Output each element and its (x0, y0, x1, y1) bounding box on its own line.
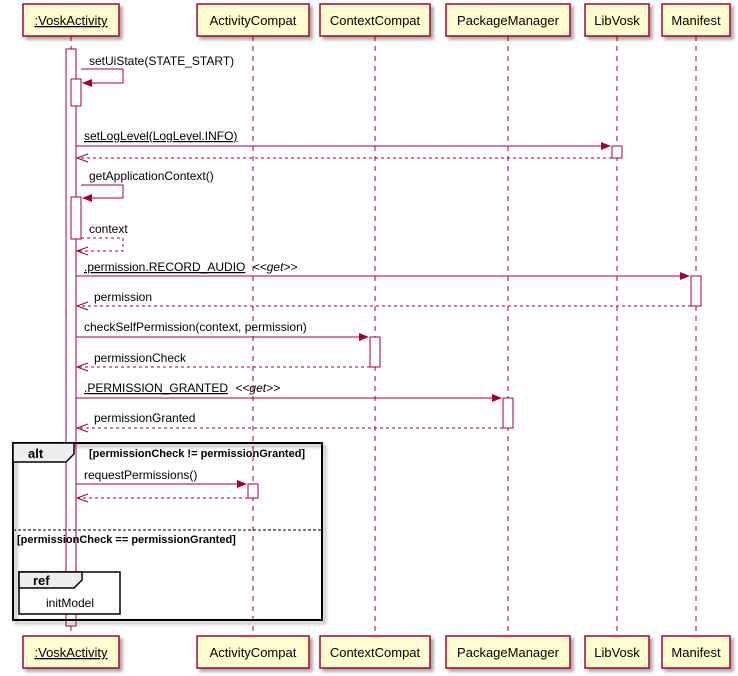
participant-contextcompat[interactable]: ContextCompat (319, 3, 431, 37)
ref-text: initModel (46, 596, 94, 610)
participant-activitycompat-label: ActivityCompat (210, 13, 297, 28)
activation-vosk-context (70, 196, 82, 240)
message-requestpermissions: requestPermissions() (76, 468, 247, 488)
message-checkselfpermission-label: checkSelfPermission(context, permission) (84, 320, 307, 334)
activation-manifest (690, 275, 702, 307)
participant-libvosk[interactable]: LibVosk (584, 3, 650, 37)
alt-keyword: alt (28, 446, 44, 461)
message-permissioncheck-label: permissionCheck (94, 351, 187, 365)
message-permissiongranted-label: permissionGranted (94, 411, 195, 425)
messages: setUiState(STATE_START) setLogLevel(LogL… (75, 54, 691, 503)
participant-libvosk-label: LibVosk (594, 13, 640, 28)
message-setloglevel-return (75, 153, 612, 163)
message-requestpermissions-label: requestPermissions() (84, 468, 197, 482)
alt-guard-1: [permissionCheck != permissionGranted] (89, 448, 305, 460)
participant-contextcompat-label: ContextCompat (330, 13, 421, 28)
activation-contextcompat (369, 336, 381, 368)
participant-packagemanager-label: PackageManager (457, 13, 560, 28)
message-setuistate-label: setUiState(STATE_START) (89, 54, 234, 68)
message-requestpermissions-return (75, 493, 248, 503)
ref-fragment[interactable]: ref initModel (18, 571, 121, 615)
activation-vosk-uistate (70, 78, 82, 107)
activation-libvosk (611, 145, 623, 159)
message-context-return: context (75, 222, 128, 256)
activation-activitycompat (247, 483, 259, 499)
participant-manifest-label: Manifest (671, 13, 721, 28)
lifelines (70, 36, 697, 636)
participant-libvosk-bottom-label: LibVosk (594, 645, 640, 660)
participant-vosk-bottom[interactable]: :VoskActivity (22, 635, 120, 669)
participant-manifest-bottom-label: Manifest (671, 645, 721, 660)
participant-activitycompat[interactable]: ActivityCompat (196, 3, 310, 37)
activation-packagemanager (502, 397, 514, 429)
message-permission-record-audio: .permission.RECORD_AUDIO <<get>> (76, 260, 690, 280)
message-permission-granted: .PERMISSION_GRANTED <<get>> (76, 381, 502, 402)
message-setloglevel: setLogLevel(LogLevel.INFO) (76, 129, 611, 150)
participant-manifest[interactable]: Manifest (661, 3, 731, 37)
message-getapplicationcontext: getApplicationContext() (81, 169, 214, 202)
alt-fragment: alt [permissionCheck != permissionGrante… (12, 442, 323, 621)
message-setloglevel-label: setLogLevel(LogLevel.INFO) (84, 129, 237, 143)
ref-keyword: ref (33, 573, 50, 588)
message-getapplicationcontext-label: getApplicationContext() (89, 169, 214, 183)
participant-libvosk-bottom[interactable]: LibVosk (584, 635, 650, 669)
message-permission-record-audio-label: .permission.RECORD_AUDIO <<get>> (84, 260, 297, 274)
message-permission-label: permission (94, 290, 152, 304)
participant-packagemanager[interactable]: PackageManager (445, 3, 571, 37)
participant-contextcompat-bottom[interactable]: ContextCompat (319, 635, 431, 669)
participants-top: :VoskActivity ActivityCompat ContextComp… (22, 3, 731, 37)
message-permission-granted-label: .PERMISSION_GRANTED <<get>> (84, 381, 280, 395)
message-checkselfpermission: checkSelfPermission(context, permission) (76, 320, 369, 341)
participant-vosk-label: :VoskActivity (35, 13, 108, 28)
participant-manifest-bottom[interactable]: Manifest (661, 635, 731, 669)
participant-contextcompat-bottom-label: ContextCompat (330, 645, 421, 660)
activations (65, 48, 702, 627)
message-setuistate: setUiState(STATE_START) (81, 54, 234, 87)
participant-activitycompat-bottom-label: ActivityCompat (210, 645, 297, 660)
participant-activitycompat-bottom[interactable]: ActivityCompat (196, 635, 310, 669)
alt-guard-2: [permissionCheck == permissionGranted] (17, 534, 236, 546)
participant-vosk[interactable]: :VoskActivity (22, 3, 120, 37)
message-permissioncheck-return: permissionCheck (75, 351, 370, 372)
participant-vosk-bottom-label: :VoskActivity (35, 645, 108, 660)
message-permissiongranted-return: permissionGranted (75, 411, 503, 433)
message-context-label: context (89, 222, 128, 236)
participant-packagemanager-bottom-label: PackageManager (457, 645, 560, 660)
participants-bottom: :VoskActivity ActivityCompat ContextComp… (22, 635, 731, 669)
participant-packagemanager-bottom[interactable]: PackageManager (445, 635, 571, 669)
message-permission-return: permission (75, 290, 691, 311)
